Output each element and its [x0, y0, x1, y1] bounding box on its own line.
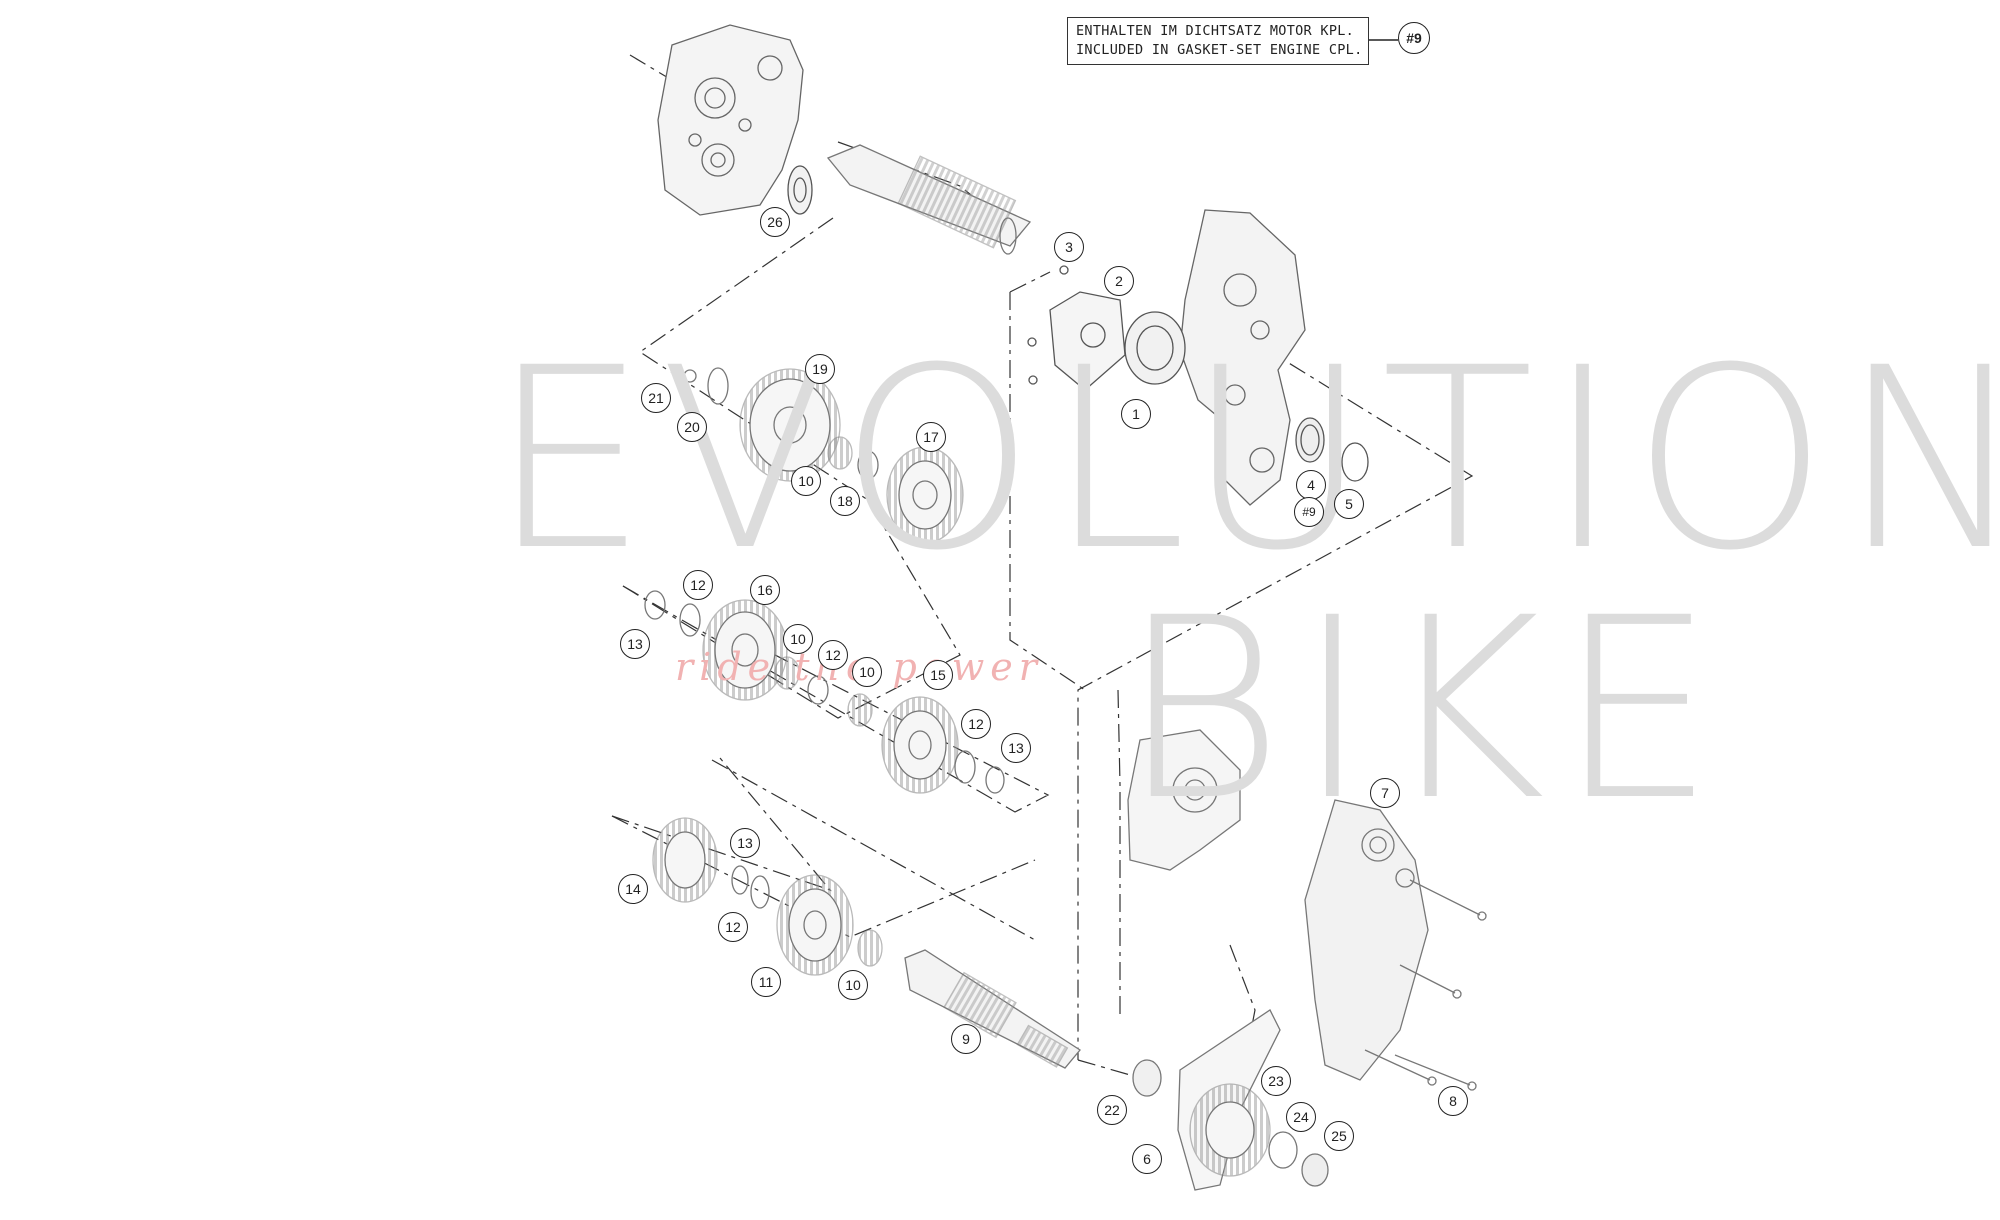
callout-16[interactable]: 16 — [750, 575, 780, 605]
callout-10c[interactable]: 10 — [852, 657, 882, 687]
callout-26[interactable]: 26 — [760, 207, 790, 237]
retainer-plate-2 — [1049, 291, 1126, 391]
callout-21[interactable]: 21 — [641, 383, 671, 413]
callout-12d[interactable]: 12 — [718, 912, 748, 942]
callout-20[interactable]: 20 — [677, 412, 707, 442]
note-line-german: ENTHALTEN IM DICHTSATZ MOTOR KPL. — [1076, 23, 1355, 39]
callout-2[interactable]: 2 — [1104, 266, 1134, 296]
watermark-evolution: EVOLUTION — [490, 314, 2000, 605]
callout-8[interactable]: 8 — [1438, 1086, 1468, 1116]
callout-17[interactable]: 17 — [916, 422, 946, 452]
callout-15[interactable]: 15 — [923, 660, 953, 690]
callout-24[interactable]: 24 — [1286, 1102, 1316, 1132]
callout-25[interactable]: 25 — [1324, 1121, 1354, 1151]
cover-plate — [1127, 729, 1241, 871]
screws-3 — [1027, 265, 1069, 385]
callout-13c[interactable]: 13 — [730, 828, 760, 858]
watermark-bike: BIKE — [1120, 564, 1728, 855]
callout-12b[interactable]: 12 — [818, 640, 848, 670]
bottom-assembly — [1132, 1009, 1329, 1191]
callout-18[interactable]: 18 — [830, 486, 860, 516]
callout-13a[interactable]: 13 — [620, 629, 650, 659]
bearing-26 — [787, 165, 813, 215]
callout-3[interactable]: 3 — [1054, 232, 1084, 262]
gasket-set-note: ENTHALTEN IM DICHTSATZ MOTOR KPL. INCLUD… — [1067, 17, 1369, 65]
gears-16-15 — [644, 590, 1005, 794]
callout-10b[interactable]: 10 — [783, 624, 813, 654]
callout-12a[interactable]: 12 — [683, 570, 713, 600]
callout-13b[interactable]: 13 — [1001, 733, 1031, 763]
gears-14-11-shaft-9 — [652, 817, 1081, 1069]
callout-14[interactable]: 14 — [618, 874, 648, 904]
callout-5[interactable]: 5 — [1334, 489, 1364, 519]
note-ref-callout[interactable]: #9 — [1398, 22, 1430, 54]
callout-23[interactable]: 23 — [1261, 1066, 1291, 1096]
countershaft-cluster — [826, 144, 1032, 255]
seal-4 — [1295, 417, 1325, 463]
callout-9[interactable]: 9 — [951, 1024, 981, 1054]
callout-12c[interactable]: 12 — [961, 709, 991, 739]
callout-1[interactable]: 1 — [1121, 399, 1151, 429]
callout-7[interactable]: 7 — [1370, 778, 1400, 808]
engine-case-left — [657, 24, 804, 216]
cover-7 — [1304, 799, 1487, 1091]
callout-11[interactable]: 11 — [751, 967, 781, 997]
gears-19-17 — [683, 367, 964, 544]
callout-ref-9[interactable]: #9 — [1294, 497, 1324, 527]
callout-6[interactable]: 6 — [1132, 1144, 1162, 1174]
callout-4[interactable]: 4 — [1296, 470, 1326, 500]
callout-19[interactable]: 19 — [805, 354, 835, 384]
callout-10d[interactable]: 10 — [838, 970, 868, 1000]
callout-10a[interactable]: 10 — [791, 466, 821, 496]
note-line-english: INCLUDED IN GASKET-SET ENGINE CPL. — [1076, 42, 1363, 58]
ring-5 — [1341, 442, 1369, 482]
callout-22[interactable]: 22 — [1097, 1095, 1127, 1125]
